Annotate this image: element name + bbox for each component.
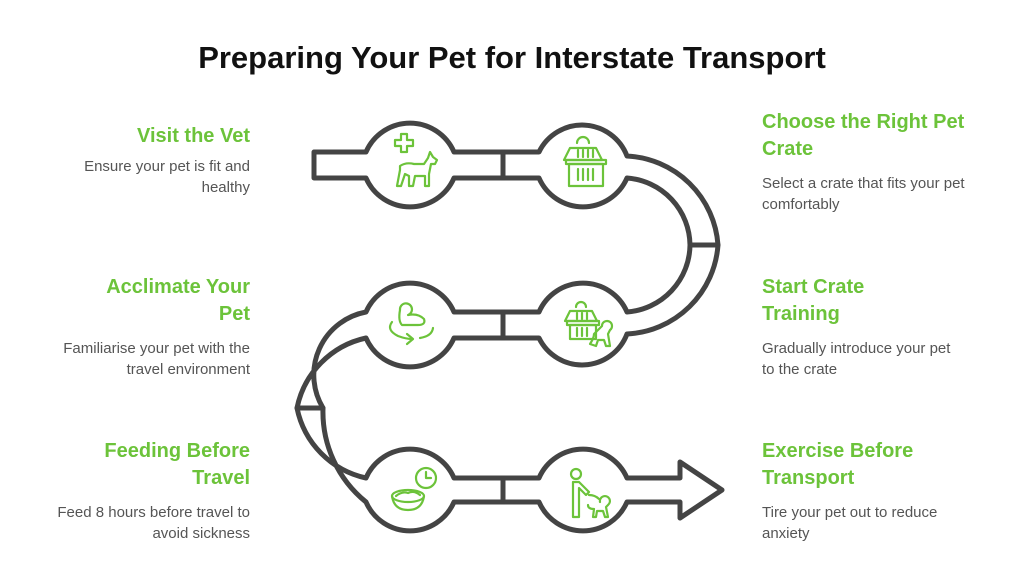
step-title: Acclimate Your Pet bbox=[106, 276, 250, 325]
step-description: Tire your pet out to reduce anxiety bbox=[762, 504, 938, 542]
vet-dog-plus-icon bbox=[393, 132, 439, 188]
step-title: Feeding Before Travel bbox=[104, 440, 250, 489]
step-start-crate-training: Start Crate Training Gradually introduce… bbox=[762, 274, 972, 380]
step-description: Select a crate that fits your pet comfor… bbox=[762, 175, 965, 213]
step-acclimate-pet: Acclimate Your Pet Familiarise your pet … bbox=[40, 274, 250, 380]
step-description: Familiarise your pet with the travel env… bbox=[63, 340, 250, 378]
step-description: Ensure your pet is fit and healthy bbox=[84, 158, 250, 196]
step-title: Choose the Right Pet Crate bbox=[762, 111, 965, 160]
food-bowl-clock-icon bbox=[390, 466, 438, 512]
step-title: Exercise Before Transport bbox=[762, 440, 914, 489]
step-exercise-before-transport: Exercise Before Transport Tire your pet … bbox=[762, 438, 972, 544]
person-walking-dog-icon bbox=[569, 467, 611, 519]
pet-crate-icon bbox=[562, 135, 608, 188]
step-description: Gradually introduce your pet to the crat… bbox=[762, 340, 951, 378]
step-description: Feed 8 hours before travel to avoid sick… bbox=[57, 504, 250, 542]
step-title: Visit the Vet bbox=[136, 125, 250, 147]
dog-circle-arrow-icon bbox=[388, 302, 435, 346]
step-feeding-before-travel: Feeding Before Travel Feed 8 hours befor… bbox=[40, 438, 250, 544]
track-row1 bbox=[294, 120, 725, 534]
page-title: Preparing Your Pet for Interstate Transp… bbox=[198, 40, 826, 75]
step-choose-crate: Choose the Right Pet Crate Select a crat… bbox=[762, 109, 972, 215]
step-visit-the-vet: Visit the Vet Ensure your pet is fit and… bbox=[40, 123, 250, 198]
step-title: Start Crate Training bbox=[762, 276, 865, 325]
crate-with-dog-icon bbox=[563, 300, 614, 348]
